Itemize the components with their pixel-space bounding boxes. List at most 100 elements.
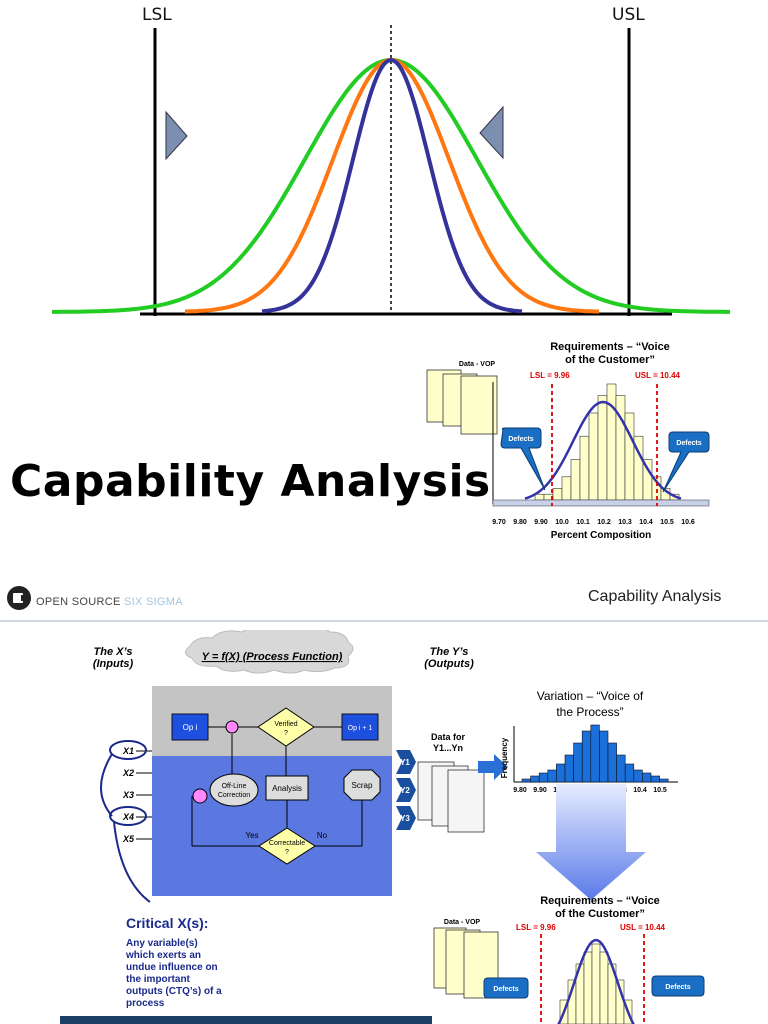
voc-tick: 10.5 [660, 519, 674, 526]
vop-tick: 10.5 [653, 787, 667, 794]
vop-bar [616, 754, 626, 783]
vop-bar [590, 724, 600, 783]
ys-heading-line1: The Y’s [429, 646, 469, 658]
down-arrow [536, 784, 646, 900]
data-vop2-label: Data - VOP [444, 919, 481, 926]
voc2-heading-2: of the Customer” [555, 908, 645, 920]
vop-bar [633, 769, 643, 783]
voc-heading-2: of the Customer” [565, 354, 655, 366]
brand-accent: SIX SIGMA [123, 596, 183, 608]
narrow-distribution-curve [261, 58, 523, 314]
voc-tick: 10.4 [639, 519, 653, 526]
analysis-box [265, 775, 309, 801]
vop-bar [521, 778, 531, 783]
x-inputs: X1 X2 X3 X4 X5 [100, 740, 152, 903]
frequency-label: Frequency [500, 737, 509, 778]
normal-curves-figure [52, 25, 730, 316]
defects-right2-callout [651, 975, 705, 997]
voc-bar [579, 435, 590, 501]
defects-left2-callout [483, 977, 529, 999]
yes-label: Yes [245, 831, 258, 840]
xs-heading: The X’s (Inputs) [78, 646, 148, 670]
x4-label: X4 [122, 812, 134, 822]
usl-value: USL = 10.44 [635, 371, 681, 380]
lsl2-value: LSL = 9.96 [516, 923, 556, 932]
xs-heading-line2: (Inputs) [92, 658, 134, 670]
x2-label: X2 [122, 768, 134, 778]
lsl-value: LSL = 9.96 [530, 371, 570, 380]
y3-chevron [396, 806, 416, 830]
verified-label: Verified [274, 721, 297, 728]
offline-label-1: Off-Line [222, 783, 247, 790]
vop-tick: 9.80 [513, 787, 527, 794]
vop-bar [538, 772, 549, 783]
vop-tick: 10.4 [633, 787, 647, 794]
vop-bar [650, 775, 660, 783]
voc-tick: 9.80 [513, 519, 527, 526]
vop-bar [581, 730, 592, 783]
voc-bar [552, 488, 563, 501]
defects-left-callout [500, 427, 546, 491]
vop-bar [573, 742, 583, 783]
voc2-heading-1: Requirements – “Voice [540, 895, 660, 907]
verified-q: ? [284, 730, 288, 737]
voc2-bar [591, 943, 601, 1024]
analysis-label: Analysis [272, 784, 302, 793]
brand-main: OPEN SOURCE [36, 596, 121, 608]
page-title: Capability Analysis [10, 456, 491, 507]
vop-bar [564, 754, 574, 783]
correctable-label: Correctable [269, 840, 305, 847]
critical-line-4: the important [126, 974, 191, 985]
x1-label: X1 [122, 746, 134, 756]
voc-tick: 9.90 [534, 519, 548, 526]
vop-bar [659, 778, 669, 783]
process-diagram: Y = f(X) (Process Function) Op i Op i + … [60, 630, 705, 1024]
brand-name: OPEN SOURCE SIX SIGMA [36, 596, 183, 608]
data-for-line2: Y1...Yn [433, 743, 463, 753]
vop-bar [607, 742, 617, 783]
ys-heading: The Y’s (Outputs) [414, 646, 484, 670]
vop-bars [521, 724, 669, 783]
data-for-line1: Data for [431, 732, 466, 742]
voc2-bar [583, 951, 593, 1024]
left-shift-arrow [165, 110, 188, 161]
right-shift-arrow [479, 105, 504, 160]
y1-label: Y1 [400, 758, 410, 767]
lsl-label: LSL [142, 5, 172, 25]
scrap-octagon [343, 769, 381, 801]
vop-tick: 9.90 [533, 787, 547, 794]
scrap-label: Scrap [352, 781, 373, 790]
voc-histogram-chart: Requirements – “Voice of the Customer” D… [426, 341, 710, 541]
open-source-six-sigma-logo-icon [7, 586, 31, 610]
usl-label: USL [612, 5, 645, 25]
critical-heading: Critical X(s): [126, 915, 208, 931]
xs-heading-line1: The X’s [93, 646, 133, 658]
function-cloud [185, 630, 354, 674]
correctable-diamond [258, 827, 316, 865]
critical-line-5: outputs (CTQ’s) of a [126, 986, 222, 997]
voc-bar [606, 383, 617, 501]
usl2-value: USL = 10.44 [620, 923, 666, 932]
junction-left [192, 788, 208, 804]
vop-heading-2: the Process” [556, 705, 623, 719]
voc-tick: 10.0 [555, 519, 569, 526]
vop-bar [599, 730, 609, 783]
defects-right-text: Defects [676, 440, 701, 447]
critical-line-2: which exerts an [125, 950, 201, 961]
vop-bar [624, 763, 635, 783]
voc-tick: 10.3 [618, 519, 632, 526]
critical-line-3: undue influence on [126, 962, 218, 973]
correctable-q: ? [285, 849, 289, 856]
vop-bar [530, 775, 540, 783]
voc-x-label: Percent Composition [551, 530, 652, 541]
x3-label: X3 [122, 790, 134, 800]
op-i-label: Op i [183, 723, 198, 732]
voc-tick: 9.70 [492, 519, 506, 526]
medium-distribution-curve [185, 57, 600, 314]
data-sheets-stack [426, 369, 498, 435]
data-vop-label: Data - VOP [459, 361, 496, 368]
vop-bar [547, 769, 557, 783]
x4-circle [109, 806, 147, 826]
x5-label: X5 [122, 834, 135, 844]
